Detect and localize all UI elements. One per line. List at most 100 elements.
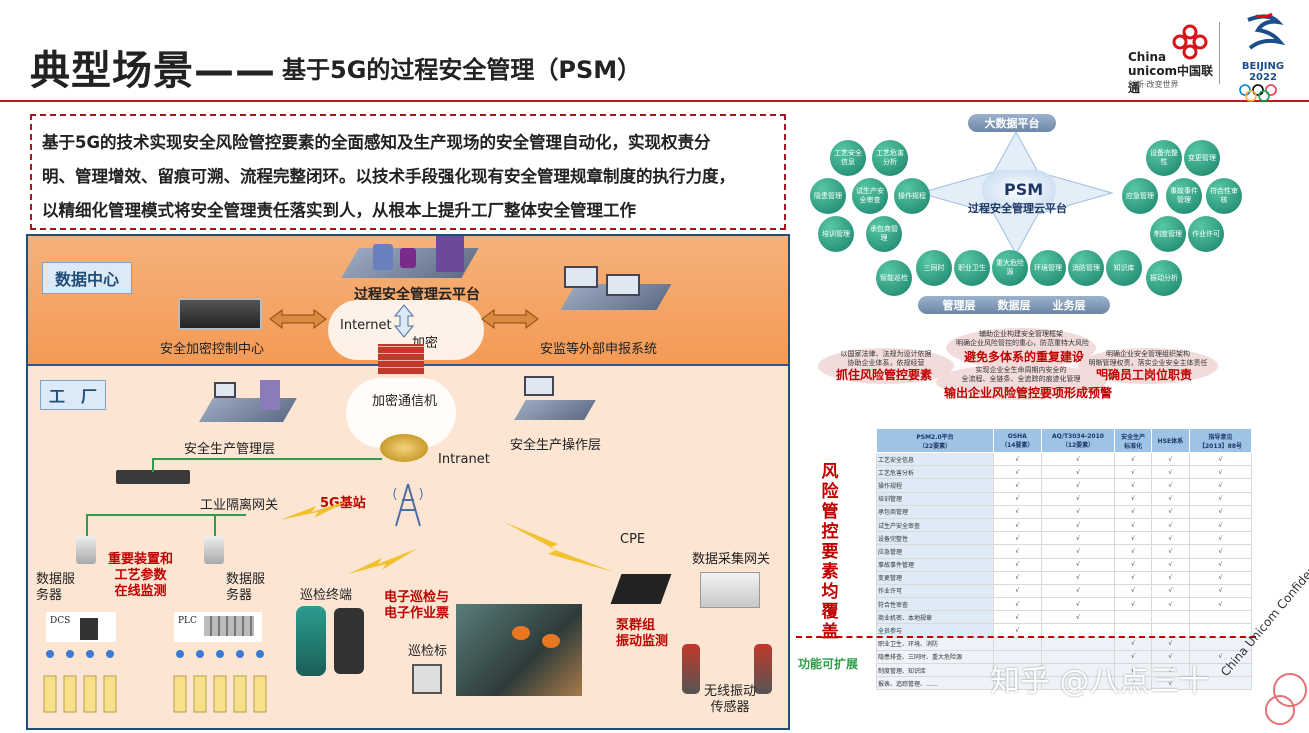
- pc-icon: [214, 382, 236, 398]
- coverage-row: 制度管理、知识库√√: [875, 662, 1252, 678]
- monitor-icon: [564, 266, 598, 288]
- network-line-2: [152, 458, 154, 472]
- coverage-check: √: [1040, 517, 1116, 533]
- router-icon: [380, 434, 428, 462]
- handheld-terminal-icon: [296, 606, 326, 676]
- risk-ellipse-2: [818, 348, 954, 384]
- psm-right-bubble: 制度管理: [1150, 216, 1186, 252]
- coverage-element: 符合性审查: [875, 597, 995, 612]
- tree-line-3: [214, 514, 216, 538]
- coverage-check: √: [1189, 531, 1252, 546]
- coverage-check: √: [1150, 491, 1191, 506]
- coverage-check: √: [993, 570, 1042, 585]
- psm-platform-diagram: 大数据平台 PSM 过程安全管理云平台 工艺安全信息工艺危害分析隐患管理试生产安…: [806, 110, 1302, 420]
- coverage-row: 符合性审查√√√√√: [875, 597, 1252, 612]
- coverage-check: √: [1114, 676, 1152, 691]
- coverage-check: [1040, 636, 1116, 651]
- psm-bottom-bubble: 职业卫生: [954, 250, 990, 286]
- data-server-label-1: 数据服 务器: [36, 572, 76, 603]
- dcs-panel: DCS: [46, 612, 116, 642]
- coverage-header: 指导意见 【2013】88号: [1189, 428, 1252, 453]
- cloud-platform-label: 过程安全管理云平台: [354, 287, 480, 303]
- page-title: 典型场景——: [30, 48, 276, 94]
- psm-left-bubble: 操作规程: [894, 178, 930, 214]
- coverage-check: √: [1040, 544, 1116, 559]
- intro-line-2: 明、管理增效、留痕可溯、流程完整闭环。以技术手段强化现有安全管理规章制度的执行力…: [42, 167, 735, 186]
- psm-left-bubble: 承包商管理: [866, 216, 902, 252]
- psm-right-bubble: 变更管理: [1184, 140, 1220, 176]
- coverage-check: √: [1189, 597, 1252, 612]
- coverage-check: √: [993, 544, 1042, 559]
- coverage-check: √: [993, 465, 1042, 480]
- unicom-watermark-icon: [1265, 673, 1307, 725]
- architecture-diagram: 数据中心 工 厂 过程安全管理云平台 安全加密控制中心 Internet 加密 …: [26, 234, 790, 730]
- coverage-element: 全员参与: [875, 623, 995, 638]
- coverage-check: [993, 636, 1042, 651]
- coverage-row: 变更管理√√√√√: [875, 570, 1252, 585]
- coverage-element: 工艺危害分析: [875, 465, 995, 480]
- coverage-check: √: [993, 491, 1042, 506]
- wireless-sensor-label: 无线振动 传感器: [704, 684, 757, 715]
- monitor-icon-3: [524, 376, 554, 396]
- coverage-check: [1150, 610, 1191, 625]
- coverage-check: √: [1150, 636, 1191, 651]
- psm-bottom-bubble: 环境管理: [1030, 250, 1066, 286]
- psm-right-bubble: 应急管理: [1122, 178, 1158, 214]
- psm-bottom-bubble: 重大危险源: [992, 250, 1028, 286]
- dcs-controller-icon: [80, 618, 98, 640]
- coverage-check: [1189, 662, 1252, 678]
- coverage-check: [993, 662, 1042, 678]
- intranet-label: Intranet: [438, 452, 490, 467]
- wireless-bolt-icon: [280, 500, 350, 520]
- coverage-check: √: [1189, 557, 1252, 572]
- psm-left-bubble: 培训管理: [818, 216, 854, 252]
- tree-line-2: [86, 514, 88, 538]
- coverage-check: √: [1189, 465, 1252, 480]
- server-tower-icon: [76, 536, 96, 564]
- dcs-label: DCS: [50, 616, 71, 626]
- op-plate: [514, 400, 596, 420]
- coverage-check: √: [993, 597, 1042, 612]
- coverage-check: √: [1040, 478, 1116, 493]
- coverage-element: 作业许可: [875, 583, 995, 599]
- coverage-check: √: [1189, 517, 1252, 533]
- coverage-element: 设备完整性: [875, 531, 995, 546]
- coverage-element: 应急管理: [875, 544, 995, 559]
- coverage-check: [993, 676, 1042, 691]
- coverage-check: [1189, 676, 1252, 691]
- mgmt-plate: [199, 398, 297, 422]
- coverage-element: 商业机密、本地规章: [875, 610, 995, 625]
- psm-right-bubble: 设备完整性: [1146, 140, 1182, 176]
- psm-bottom-bubble: 三同时: [916, 250, 952, 286]
- coverage-check: √: [1150, 465, 1191, 480]
- coverage-check: √: [1040, 465, 1116, 480]
- page-subtitle: 基于5G的过程安全管理（PSM）: [282, 56, 642, 84]
- unicom-en1: China: [1128, 50, 1167, 64]
- plc-sensors-icon: [173, 650, 267, 713]
- coverage-check: √: [993, 531, 1042, 546]
- psm-right-bubble: 作业许可: [1188, 216, 1224, 252]
- coverage-table: PSM2.0平台 （22要素）OSHA （14要素）AQ/T3034-2010 …: [875, 428, 1252, 691]
- extension-label: 功能可扩展: [798, 657, 859, 671]
- data-gateway-label: 数据采集网关: [692, 552, 771, 567]
- coverage-check: √: [1150, 662, 1191, 678]
- psm-left-bubble: 工艺危害分析: [872, 140, 908, 176]
- coverage-check: √: [1040, 557, 1116, 572]
- coverage-check: √: [1189, 478, 1252, 493]
- coverage-element: 隐患排查、三同时、重大危险源: [875, 649, 995, 665]
- coverage-check: √: [1189, 583, 1252, 599]
- coverage-check: √: [1150, 517, 1191, 533]
- data-gateway-device: [700, 572, 760, 608]
- coverage-check: √: [993, 451, 1042, 467]
- inspection-tag-label: 巡检标: [408, 644, 448, 659]
- psm-cloud-icon: [982, 170, 1056, 210]
- psm-left-bubble: 隐患管理: [810, 178, 846, 214]
- server-icon: [260, 380, 280, 410]
- beijing-2022-logo: BEIJING 2022: [1228, 12, 1298, 102]
- coverage-element: 试生产安全审查: [875, 517, 995, 533]
- coverage-check: √: [1114, 465, 1152, 480]
- coverage-check: √: [993, 583, 1042, 599]
- coverage-check: √: [1189, 451, 1252, 467]
- logo-divider: [1219, 22, 1220, 84]
- database-icon: [373, 244, 393, 270]
